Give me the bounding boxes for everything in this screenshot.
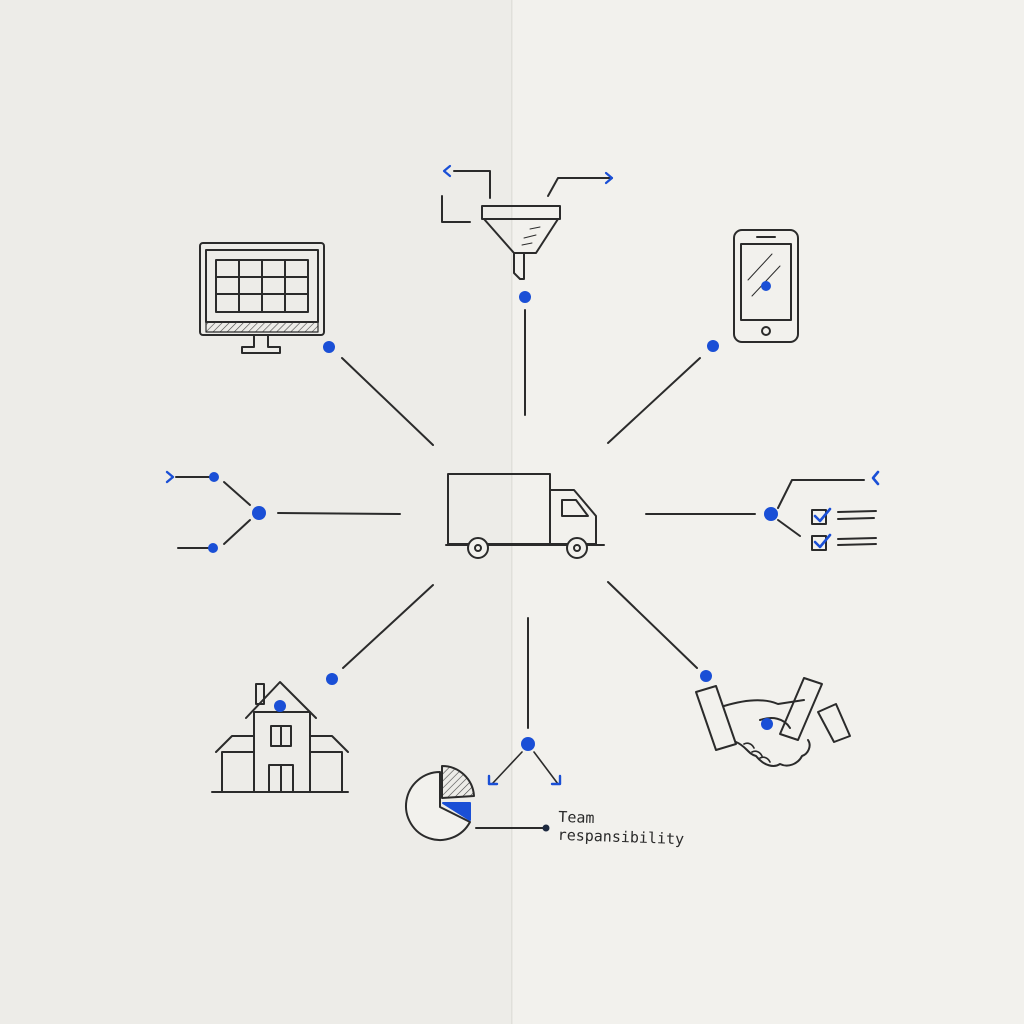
pie-arrow-heads: [487, 774, 562, 786]
funnel-icon: [441, 170, 613, 280]
pie-chart-icon: [405, 751, 559, 841]
checklist-checks: [813, 470, 880, 549]
monitor-grid-icon: [199, 242, 325, 354]
paper-fold: [511, 0, 514, 1024]
delivery-truck-icon: [445, 473, 605, 559]
checklist-icon: [777, 479, 877, 551]
team-responsibility-label: Team respansibility: [557, 808, 685, 848]
connector-lines: [277, 309, 756, 729]
branch-arrows-icon: [175, 476, 251, 549]
branch-arrow-head: [165, 470, 175, 484]
smartphone-icon: [733, 229, 799, 343]
node-dots: [208, 281, 778, 751]
annotation-dot: [542, 824, 550, 832]
funnel-arrows: [442, 164, 614, 185]
house-icon: [211, 681, 349, 793]
handshake-icon: [695, 677, 851, 767]
